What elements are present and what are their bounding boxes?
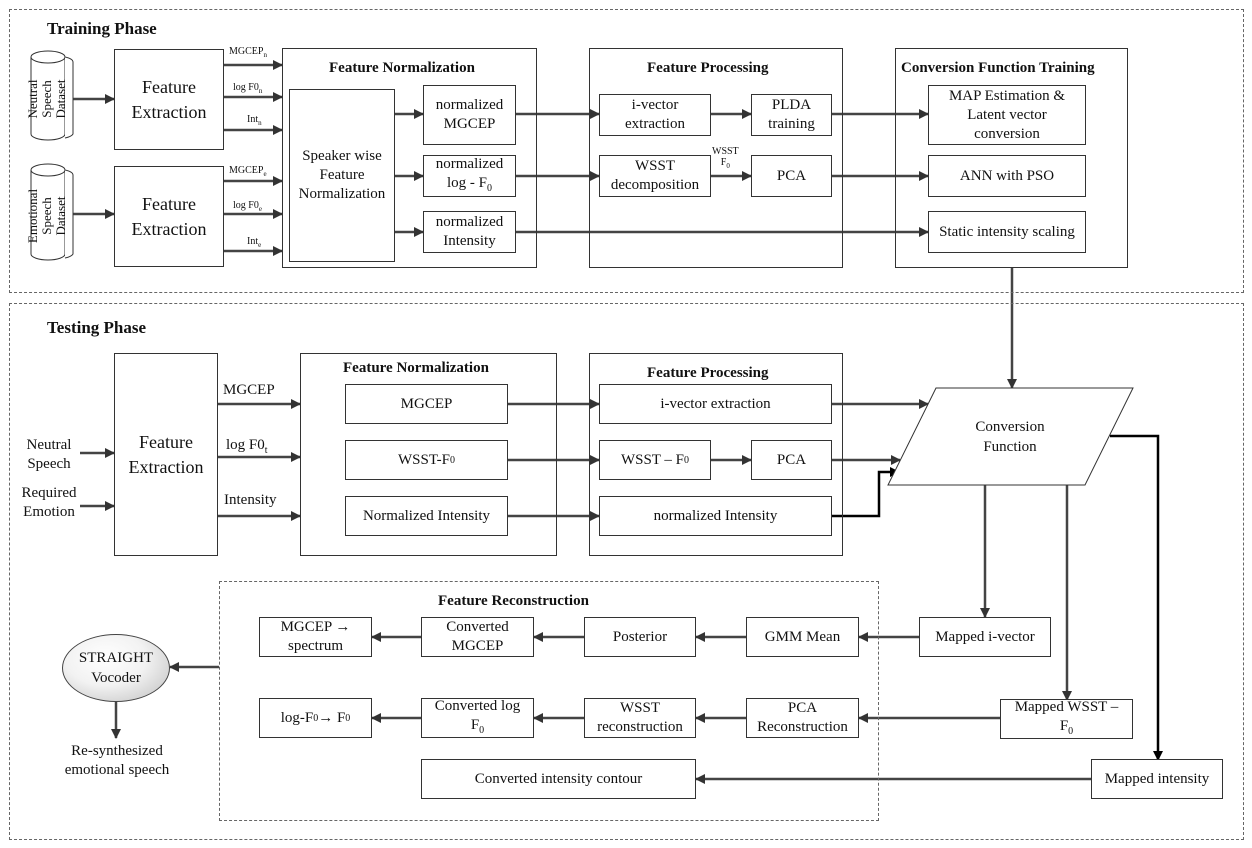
training-normalization-group <box>282 48 537 268</box>
training-feature-extraction-emotional: Feature Extraction <box>114 166 224 267</box>
map-estimation: MAP Estimation & Latent vector conversio… <box>928 85 1086 145</box>
label-test-intensity: Intensity <box>224 492 277 508</box>
plda-training: PLDA training <box>751 94 832 136</box>
testing-normalized-intensity-processing: normalized Intensity <box>599 496 832 536</box>
label-mgcep-n: MGCEPn <box>229 46 267 59</box>
feature-reconstruction-title: Feature Reconstruction <box>438 593 589 609</box>
testing-processing-group <box>589 353 843 556</box>
testing-phase-title: Testing Phase <box>47 318 147 337</box>
mapped-intensity: Mapped intensity <box>1091 759 1223 799</box>
wsst-reconstruction: WSST reconstruction <box>584 698 696 738</box>
testing-normalized-intensity: Normalized Intensity <box>345 496 508 536</box>
label-logf0-n: log F0n <box>233 82 263 95</box>
converted-mgcep: Converted MGCEP <box>421 617 534 657</box>
ann-with-pso: ANN with PSO <box>928 155 1086 197</box>
resynthesized-speech-output: Re-synthesized emotional speech <box>64 743 170 778</box>
label-logf0-e: log F0e <box>233 200 262 213</box>
emotional-dataset-cylinder <box>30 163 74 261</box>
mgcep-to-spectrum: MGCEP → spectrum <box>259 617 372 657</box>
feature-reconstruction-region <box>219 581 879 821</box>
normalized-intensity: normalized Intensity <box>423 211 516 253</box>
conversion-training-title: Conversion Function Training <box>901 60 1095 76</box>
required-emotion-input: Required Emotion <box>21 485 77 520</box>
testing-phase-region <box>9 303 1244 840</box>
neutral-dataset-cylinder <box>30 50 74 141</box>
testing-ivector-extraction: i-vector extraction <box>599 384 832 424</box>
arrow-conversion-to-mapped-intensity <box>1110 434 1163 761</box>
label-wsst-f0: WSST F0 <box>712 146 739 170</box>
training-phase-region <box>9 9 1244 293</box>
testing-normalization-title: Feature Normalization <box>343 360 489 376</box>
training-processing-group <box>589 48 843 268</box>
training-normalization-title: Feature Normalization <box>329 60 475 76</box>
mapped-ivector: Mapped i-vector <box>919 617 1051 657</box>
label-test-logf0: log F0t <box>226 437 268 456</box>
normalized-mgcep: normalized MGCEP <box>423 85 516 145</box>
label-int-e: Inte <box>247 236 262 249</box>
label-int-n: Intn <box>247 114 262 127</box>
arrow-norm-intensity-to-conversion <box>832 467 900 518</box>
neutral-speech-dataset: Neutral Speech Dataset <box>25 79 68 119</box>
testing-mgcep: MGCEP <box>345 384 508 424</box>
conversion-function-shape <box>887 387 1134 486</box>
ivector-extraction: i-vector extraction <box>599 94 711 136</box>
training-feature-extraction-neutral: Feature Extraction <box>114 49 224 150</box>
converted-logf0: Converted log F0 <box>421 698 534 738</box>
mapped-wsst-f0: Mapped WSST – F0 <box>1000 699 1133 739</box>
pca-reconstruction: PCA Reconstruction <box>746 698 859 738</box>
training-processing-title: Feature Processing <box>647 60 769 76</box>
speaker-wise-normalization: Speaker wise Feature Normalization <box>289 89 395 262</box>
testing-processing-title: Feature Processing <box>647 365 769 381</box>
training-phase-title: Training Phase <box>47 19 157 38</box>
conversion-training-group <box>895 48 1128 268</box>
testing-feature-extraction: Feature Extraction <box>114 353 218 556</box>
neutral-speech-input: Neutral Speech <box>26 437 72 472</box>
conversion-function: Conversion Function <box>975 419 1045 455</box>
label-mgcep-e: MGCEPe <box>229 165 267 178</box>
converted-intensity-contour: Converted intensity contour <box>421 759 696 799</box>
wsst-decomposition: WSST decomposition <box>599 155 711 197</box>
straight-vocoder: STRAIGHT Vocoder <box>62 634 170 702</box>
testing-pca: PCA <box>751 440 832 480</box>
testing-normalization-group <box>300 353 557 556</box>
posterior: Posterior <box>584 617 696 657</box>
emotional-speech-dataset: Emotional Speech Dataset <box>25 188 68 244</box>
static-intensity-scaling: Static intensity scaling <box>928 211 1086 253</box>
training-pca: PCA <box>751 155 832 197</box>
gmm-mean: GMM Mean <box>746 617 859 657</box>
label-test-mgcep: MGCEP <box>223 382 275 398</box>
normalized-logf0: normalized log - F0 <box>423 155 516 197</box>
